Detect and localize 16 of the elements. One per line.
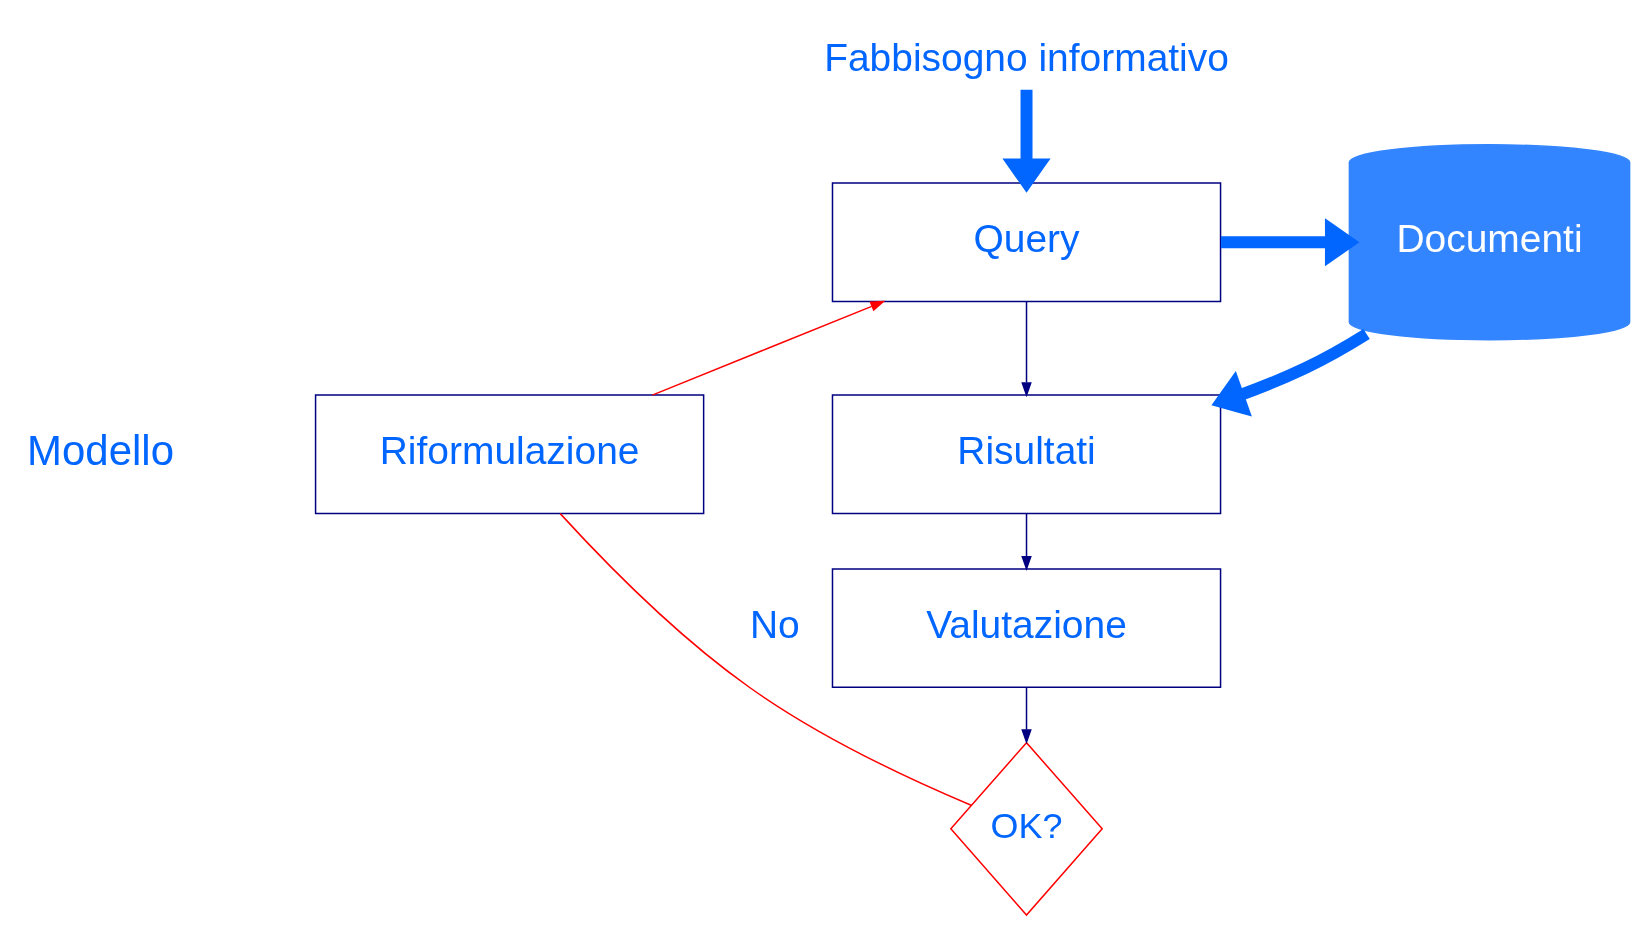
connector	[559, 512, 972, 806]
arrow	[1021, 686, 1032, 745]
arrow	[1002, 89, 1051, 193]
node-box: Riformulazione	[314, 394, 705, 515]
arrow	[1021, 301, 1032, 398]
arrow	[1211, 328, 1370, 417]
node-box: Valutazione	[831, 568, 1222, 688]
edge-label: No	[749, 602, 800, 646]
node-box: Query	[831, 182, 1222, 303]
node-diamond: OK?	[949, 741, 1104, 917]
arrow	[651, 300, 886, 396]
label: Modello	[27, 426, 174, 474]
arrow	[1021, 512, 1032, 572]
node-text: Fabbisogno informativo	[824, 36, 1229, 80]
node-box: Risultati	[831, 394, 1222, 515]
arrow	[1220, 218, 1360, 267]
